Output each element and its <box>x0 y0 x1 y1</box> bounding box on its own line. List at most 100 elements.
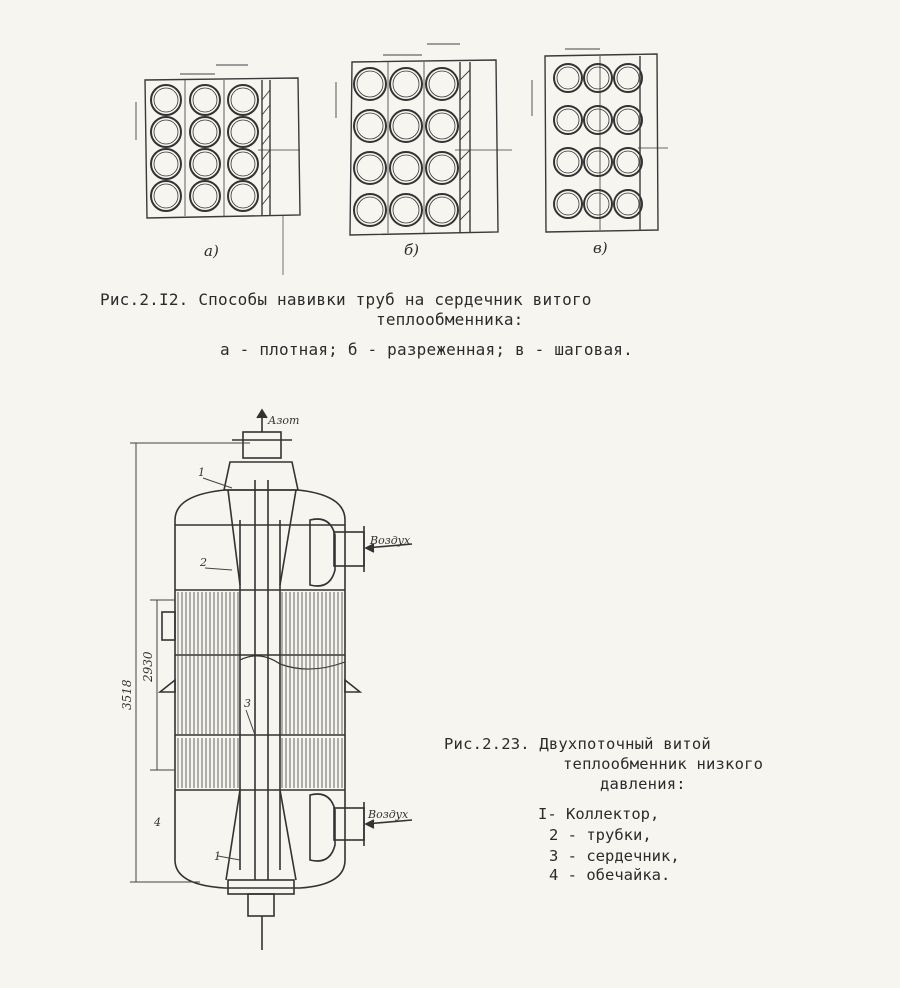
tube-circle-b-inner <box>356 70 384 98</box>
tube-circle-a <box>227 116 259 148</box>
tube-circle-b-inner <box>428 196 456 224</box>
panel-a-dense-winding <box>144 77 301 275</box>
tube-circle-b-inner <box>356 112 384 140</box>
panel-b-label: б) <box>404 241 420 259</box>
panel-b-sparse-winding <box>349 59 512 236</box>
tube-circle-a <box>150 84 182 116</box>
tube-circle-a-inner <box>153 151 179 177</box>
tube-circle-c-inner <box>586 66 610 90</box>
tube-circle-b-inner <box>392 154 420 182</box>
tube-circle-a <box>189 148 221 180</box>
tube-circle-c-inner <box>586 108 610 132</box>
tube-circle-b-inner <box>356 196 384 224</box>
callout-4: 4 <box>153 816 161 829</box>
tube-circle-c-inner <box>616 108 640 132</box>
panel-c-stepped-winding <box>544 53 668 233</box>
legend-item-collector: I- Коллектор, <box>538 805 660 823</box>
panel-a-label: а) <box>204 242 219 260</box>
tube-circle-a <box>227 84 259 116</box>
tube-circle-c <box>553 189 583 219</box>
tube-circle-a <box>150 148 182 180</box>
tube-circle-c <box>583 189 613 219</box>
tube-circle-b-inner <box>428 154 456 182</box>
tube-circle-b <box>425 151 459 185</box>
tube-circle-b <box>425 193 459 227</box>
tube-circle-c <box>583 63 613 93</box>
figure-2-12-caption-line2: теплообменника: <box>376 310 524 329</box>
flow-label-top: Азот <box>267 414 299 427</box>
tube-circle-a-inner <box>153 119 179 145</box>
tube-circle-b-inner <box>392 112 420 140</box>
tube-circle-a-inner <box>192 87 218 113</box>
tube-circle-c-inner <box>556 108 580 132</box>
tube-circle-a <box>150 180 182 212</box>
tube-circle-b-inner <box>392 196 420 224</box>
tube-circle-c-inner <box>616 192 640 216</box>
tube-circle-a <box>227 148 259 180</box>
callout-1-bottom: 1 <box>214 850 221 863</box>
figure-2-23-caption-line1: Рис.2.23. Двухпоточный витой <box>444 735 711 753</box>
tube-circle-a <box>189 180 221 212</box>
tube-circle-c <box>553 105 583 135</box>
tube-circle-c <box>613 105 643 135</box>
tube-circle-a-inner <box>192 183 218 209</box>
tube-circle-b-inner <box>392 70 420 98</box>
tube-circle-b-inner <box>356 154 384 182</box>
dimension-overall: 3518 <box>120 679 134 710</box>
tube-circle-c <box>613 189 643 219</box>
tube-circle-c <box>583 105 613 135</box>
flow-label-right-upper: Воздух <box>369 534 411 547</box>
panel-c-label: в) <box>593 239 608 257</box>
tube-circle-c-inner <box>586 192 610 216</box>
tube-circle-a <box>227 180 259 212</box>
tube-circle-c-inner <box>556 66 580 90</box>
figure-2-12-caption-line1: Рис.2.I2. Способы навивки труб на сердеч… <box>100 290 592 309</box>
tube-circle-b <box>425 67 459 101</box>
legend-item-core: 3 - сердечник, <box>549 847 680 865</box>
dimension-bundle: 2930 <box>141 651 155 683</box>
tube-circle-b <box>353 67 387 101</box>
legend-item-shell: 4 - обечайка. <box>549 866 671 884</box>
tube-circle-b <box>389 151 423 185</box>
tube-circle-c-inner <box>556 150 580 174</box>
tube-circle-a-inner <box>230 151 256 177</box>
figure-2-23-caption-line2: теплообменник низкого <box>563 755 764 773</box>
heat-exchanger-drawing <box>157 408 413 950</box>
tube-circle-b <box>425 109 459 143</box>
tube-circle-c <box>613 147 643 177</box>
tube-circle-a <box>189 84 221 116</box>
tube-circle-a <box>189 116 221 148</box>
tube-circle-b <box>389 193 423 227</box>
figure-2-12-caption-line3: а - плотная; б - разреженная; в - шагова… <box>220 340 633 359</box>
tube-circle-b <box>353 193 387 227</box>
callout-1-top: 1 <box>198 466 205 479</box>
tube-circle-c <box>613 63 643 93</box>
tube-circle-c-inner <box>556 192 580 216</box>
tube-circle-a-inner <box>230 183 256 209</box>
tube-circle-b <box>389 109 423 143</box>
tube-circle-b <box>389 67 423 101</box>
tube-circle-b-inner <box>428 112 456 140</box>
tube-circle-c-inner <box>616 66 640 90</box>
tube-circle-a-inner <box>230 119 256 145</box>
tube-circle-a-inner <box>192 151 218 177</box>
callout-2: 2 <box>199 556 207 569</box>
tube-circle-a-inner <box>153 183 179 209</box>
tube-circle-b-inner <box>428 70 456 98</box>
legend-item-tubes: 2 - трубки, <box>549 826 652 844</box>
tube-circle-c-inner <box>616 150 640 174</box>
tube-circle-b <box>353 151 387 185</box>
tube-circle-c-inner <box>586 150 610 174</box>
tube-circle-a-inner <box>230 87 256 113</box>
callout-3: 3 <box>244 697 251 710</box>
tube-circle-c <box>583 147 613 177</box>
tube-circle-b <box>353 109 387 143</box>
tube-circle-a-inner <box>153 87 179 113</box>
figure-2-23-caption-line3: давления: <box>600 775 686 793</box>
tube-circle-a-inner <box>192 119 218 145</box>
tube-circle-a <box>150 116 182 148</box>
flow-label-right-lower: Воздух <box>367 808 409 821</box>
tube-circle-c <box>553 63 583 93</box>
